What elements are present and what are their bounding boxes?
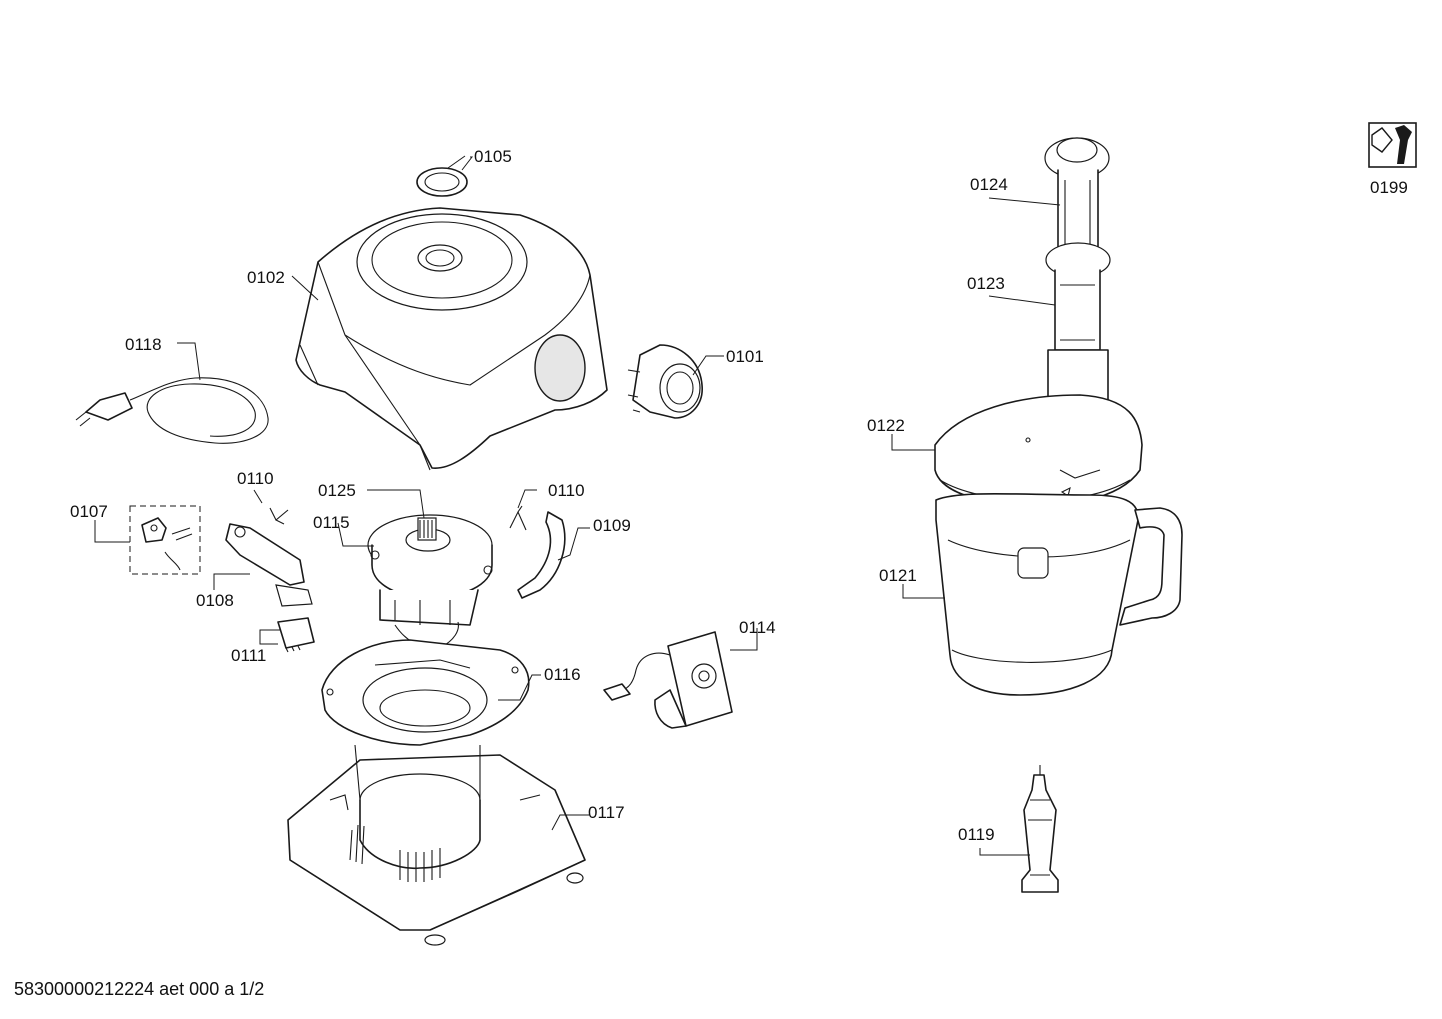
label-0110-right: 0110 bbox=[548, 481, 585, 500]
part-0117-bottom-base bbox=[287, 744, 586, 946]
label-0116: 0116 bbox=[544, 665, 581, 684]
part-0118-power-cord bbox=[75, 377, 269, 444]
label-0199: 0199 bbox=[1370, 178, 1408, 197]
label-0123: 0123 bbox=[967, 274, 1005, 293]
label-0117: 0117 bbox=[588, 803, 625, 822]
wrench-icon bbox=[1368, 122, 1417, 168]
part-0105-ring bbox=[416, 156, 474, 197]
label-0110-left: 0110 bbox=[237, 469, 274, 488]
label-0105: 0105 bbox=[474, 147, 512, 166]
label-0118: 0118 bbox=[125, 335, 162, 354]
label-0109: 0109 bbox=[593, 516, 631, 535]
part-0119-drive-shaft bbox=[1021, 765, 1059, 893]
label-0115: 0115 bbox=[313, 513, 350, 532]
part-0110-spring-right bbox=[509, 505, 527, 531]
part-0121-bowl bbox=[935, 492, 1183, 696]
label-0125: 0125 bbox=[318, 481, 356, 500]
label-0119: 0119 bbox=[958, 825, 995, 844]
label-0108: 0108 bbox=[196, 591, 234, 610]
part-0123-inner-pusher bbox=[1045, 242, 1111, 351]
part-0108-brush-holder bbox=[225, 523, 313, 607]
part-0101-knob bbox=[627, 344, 703, 419]
part-0114-control-board bbox=[603, 631, 733, 729]
part-0115-motor bbox=[367, 514, 493, 649]
part-0102-housing-cover bbox=[295, 207, 608, 471]
label-0121: 0121 bbox=[879, 566, 917, 585]
label-0122: 0122 bbox=[867, 416, 905, 435]
part-0109-clip bbox=[517, 511, 566, 599]
part-0122-lid bbox=[934, 349, 1143, 508]
label-0111: 0111 bbox=[231, 646, 266, 665]
label-0124: 0124 bbox=[970, 175, 1008, 194]
part-0111-board bbox=[277, 617, 315, 653]
part-0110-spring-left bbox=[269, 507, 289, 525]
part-labels: 0105 0102 0118 0101 0110 0110 0125 0115 … bbox=[70, 147, 1408, 844]
label-0102: 0102 bbox=[247, 268, 285, 287]
part-0124-pusher bbox=[1044, 137, 1110, 251]
part-0116-base-plate bbox=[321, 639, 530, 746]
part-0107-switch-kit bbox=[129, 505, 201, 575]
document-footer: 58300000212224 aet 000 a 1/2 bbox=[14, 979, 265, 999]
label-0107: 0107 bbox=[70, 502, 108, 521]
leader-lines bbox=[94, 155, 1061, 856]
label-0114: 0114 bbox=[739, 618, 776, 637]
label-0101: 0101 bbox=[726, 347, 764, 366]
